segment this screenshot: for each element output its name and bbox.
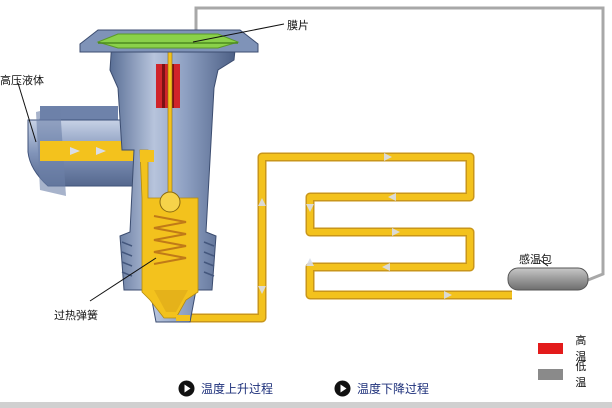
- high-temp-swatch: [538, 342, 564, 354]
- temp-fall-label: 温度下降过程: [357, 382, 430, 396]
- inlet-pipe: [27, 106, 148, 196]
- diaphragm-head: [79, 29, 259, 53]
- play-icon: [334, 380, 351, 397]
- leader-spring: [89, 257, 157, 302]
- temp-rise-label: 温度上升过程: [201, 382, 274, 396]
- legend-low-temp: 低 温: [538, 358, 612, 390]
- temp-fall-button[interactable]: 温度下降过程: [334, 380, 429, 397]
- leader-inlet: [17, 82, 37, 143]
- low-temp-label: 低 温: [575, 360, 593, 389]
- low-temp-swatch: [538, 368, 564, 380]
- capillary-tube: [194, 6, 605, 282]
- high-temp-label: 高 温: [575, 334, 593, 363]
- sensing-bulb: [507, 267, 589, 291]
- high-pressure-liquid-label: 高压液体: [0, 74, 44, 87]
- legend-high-temp: 高 温: [538, 332, 612, 364]
- sensing-bulb-label: 感温包: [519, 253, 552, 266]
- superheat-spring: [153, 215, 187, 265]
- leader-diaphragm: [192, 23, 285, 43]
- temp-rise-button[interactable]: 温度上升过程: [178, 380, 273, 397]
- play-icon: [178, 380, 195, 397]
- leader-bulb: [539, 259, 549, 267]
- valve-body: [109, 39, 237, 323]
- superheat-spring-label: 过热弹簧: [54, 309, 98, 322]
- bottom-scrollbar[interactable]: [0, 402, 612, 408]
- flow-arrows: [258, 153, 452, 299]
- diaphragm-label: 膜片: [287, 19, 309, 32]
